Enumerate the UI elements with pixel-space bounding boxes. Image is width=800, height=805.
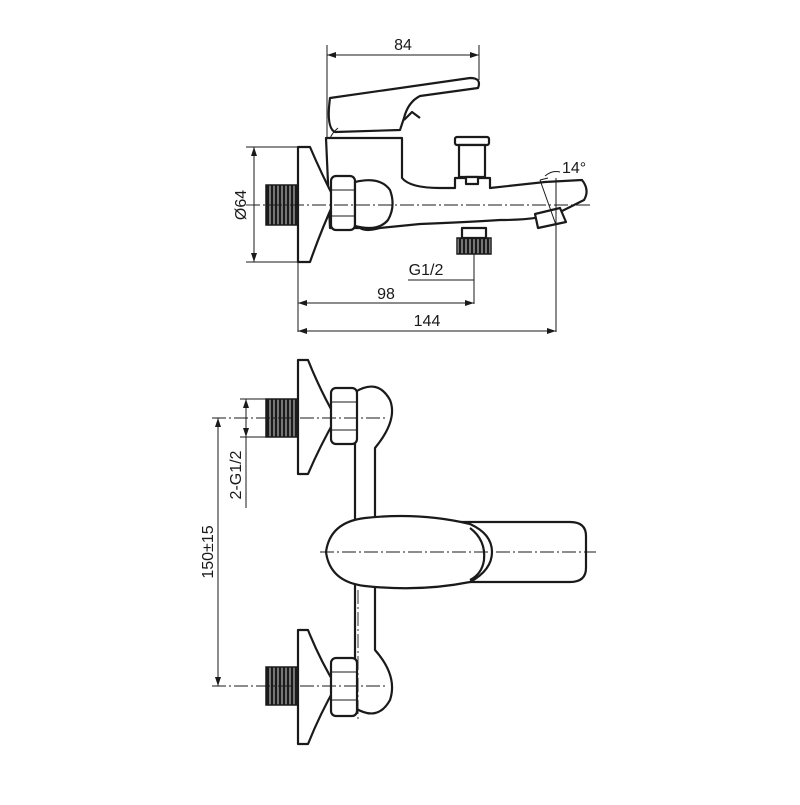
dimension-98: 98 (297, 262, 474, 332)
outlet-thread (456, 237, 492, 255)
spout-nozzle (533, 206, 568, 230)
dimension-diameter-64: Ø64 (233, 146, 298, 263)
inlet-spacing-label: 150±15 (200, 525, 217, 578)
dimension-inlet-thread: 2-G1/2 (228, 398, 266, 508)
dimension-14-degrees: 14° (539, 160, 586, 181)
diverter-knob (453, 135, 491, 186)
dimension-inlet-spacing: 150±15 (200, 418, 221, 686)
outlet-thread-label: G1/2 (409, 262, 444, 279)
dimension-84-label: 84 (394, 37, 412, 54)
inlet-thread-label: 2-G1/2 (228, 450, 245, 499)
top-hex-nut (329, 386, 359, 446)
front-view: 2-G1/2 150±15 (200, 358, 596, 746)
side-lever-handle (327, 76, 481, 134)
side-hex-nut (329, 174, 357, 232)
lever-detail (403, 110, 421, 121)
side-s-connector (353, 179, 394, 230)
spout-axis-line (539, 179, 557, 226)
side-view: 84 14° (233, 37, 592, 334)
dimension-144-label: 144 (414, 313, 441, 330)
bottom-hex-nut (329, 656, 359, 718)
dimension-144: 144 (298, 313, 556, 334)
diameter-label: Ø64 (233, 190, 250, 220)
cartridge-detail (469, 527, 486, 581)
dimension-84: 84 (326, 37, 480, 148)
angle-label: 14° (562, 160, 586, 177)
dimension-98-label: 98 (377, 286, 395, 303)
outlet-collar (460, 226, 488, 240)
